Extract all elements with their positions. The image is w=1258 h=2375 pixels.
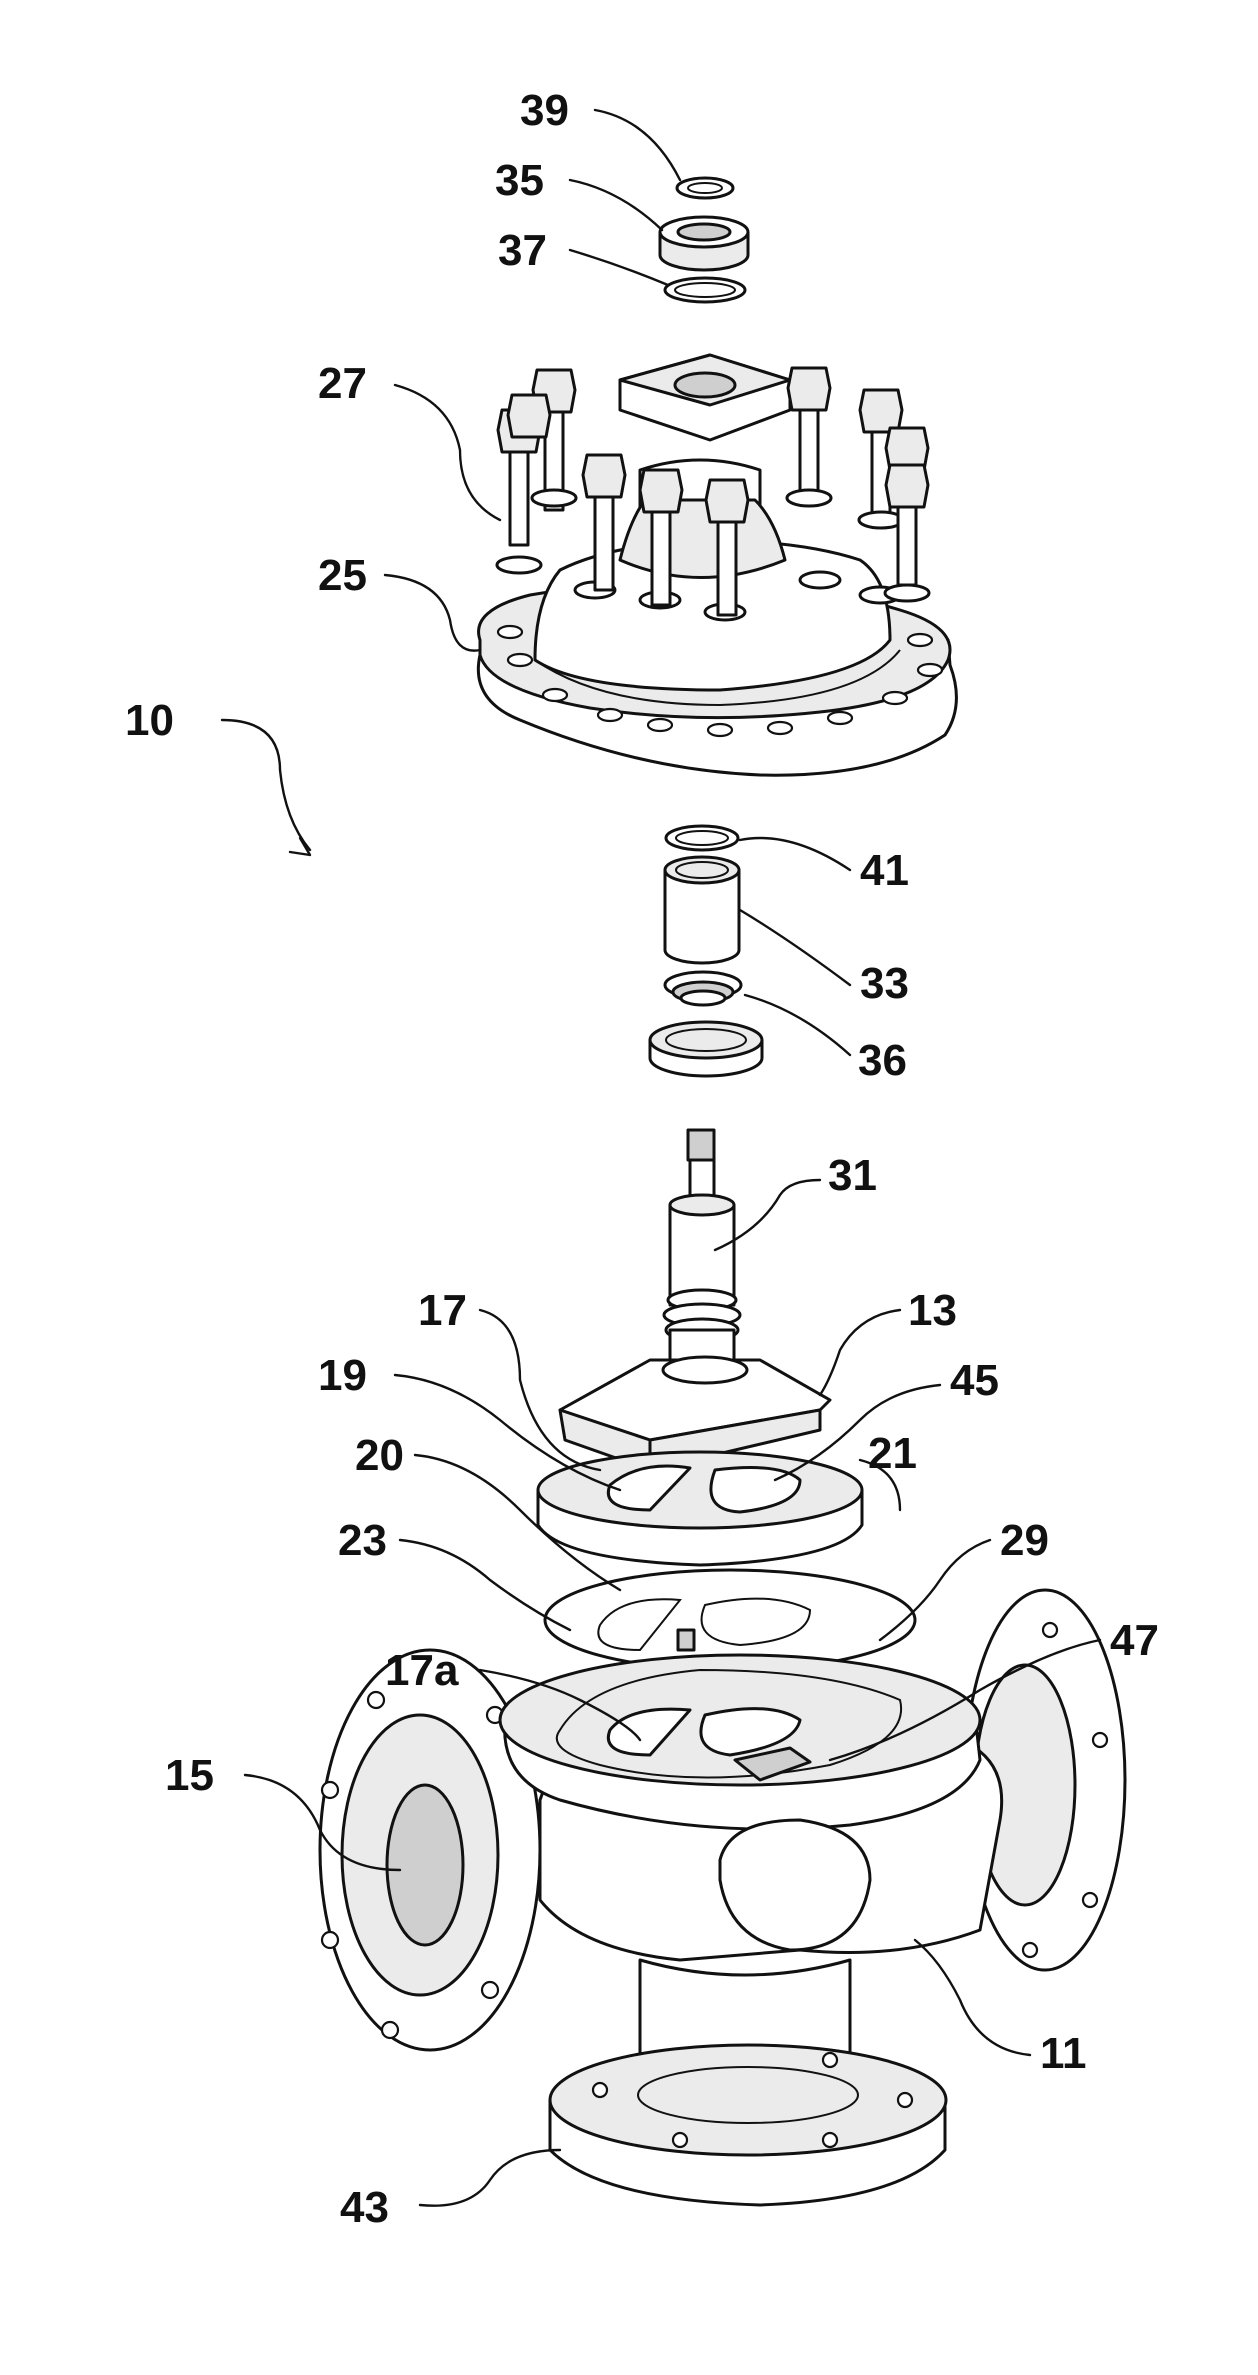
part-36-seal-set: [650, 972, 762, 1076]
part-37-ring: [665, 278, 745, 302]
label-45: 45: [950, 1356, 999, 1405]
label-19: 19: [318, 1351, 367, 1400]
part-21-plate: [538, 1452, 862, 1565]
label-47: 47: [1110, 1616, 1159, 1665]
label-25: 25: [318, 551, 367, 600]
label-17a: 17a: [385, 1646, 459, 1695]
part-33-sleeve: [665, 857, 739, 963]
label-11: 11: [1040, 2029, 1087, 2078]
label-21: 21: [868, 1429, 917, 1478]
part-41-ring: [666, 826, 738, 850]
part-39-washer: [677, 178, 733, 198]
part-31-stem: [664, 1130, 740, 1370]
label-41: 41: [860, 846, 909, 895]
label-43: 43: [340, 2183, 389, 2232]
label-36: 36: [858, 1036, 907, 1085]
label-29: 29: [1000, 1516, 1049, 1565]
label-13: 13: [908, 1286, 957, 1335]
label-33: 33: [860, 959, 909, 1008]
label-15: 15: [165, 1751, 214, 1800]
part-35-bearing: [660, 217, 748, 270]
label-39: 39: [520, 86, 569, 135]
label-23: 23: [338, 1516, 387, 1565]
label-20: 20: [355, 1431, 404, 1480]
label-17: 17: [418, 1286, 467, 1335]
label-35: 35: [495, 156, 544, 205]
label-37: 37: [498, 226, 547, 275]
label-27: 27: [318, 359, 367, 408]
label-10: 10: [125, 696, 174, 745]
label-31: 31: [828, 1151, 877, 1200]
